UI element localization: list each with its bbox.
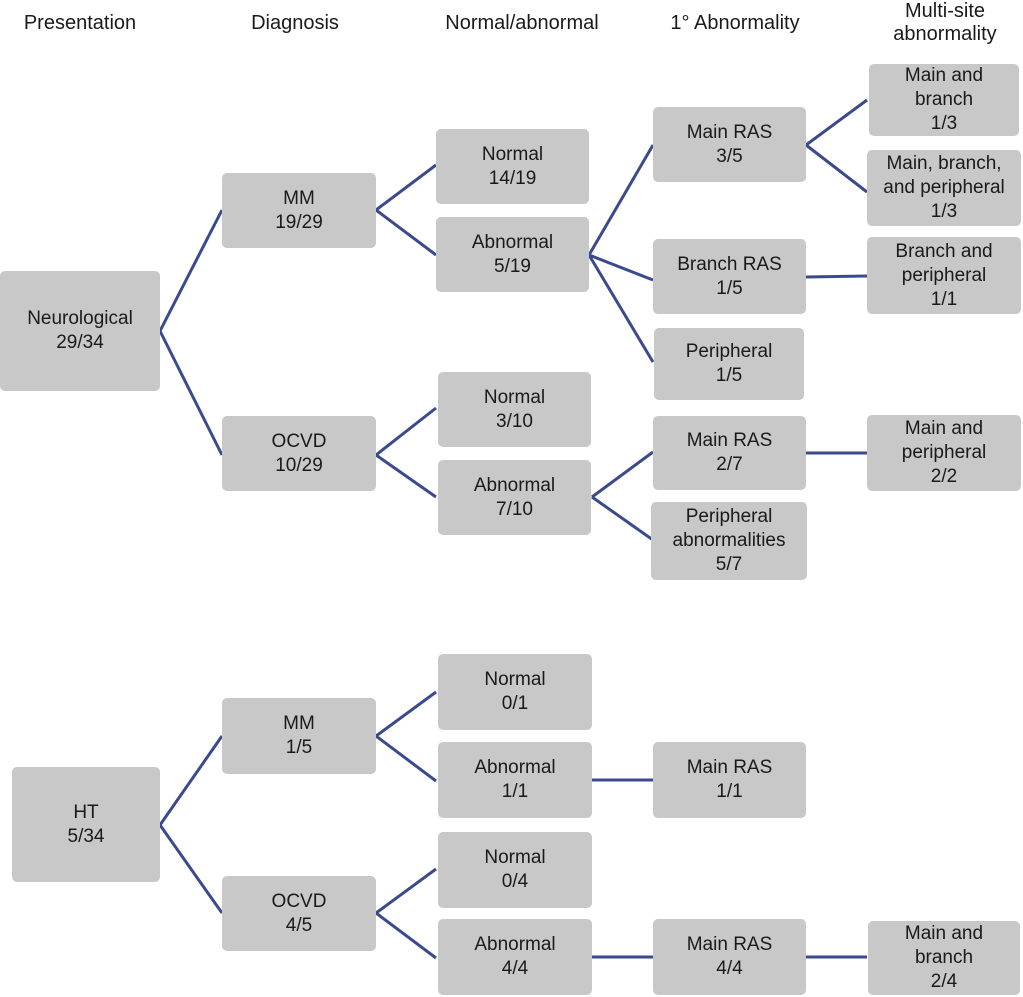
node-label: Abnormal	[474, 934, 556, 955]
node-ht: HT 5/34	[12, 767, 160, 882]
node-count: 1/5	[285, 737, 313, 758]
node-label: Main and	[904, 418, 984, 439]
node-count: 1/3	[930, 113, 958, 134]
node-label: Main RAS	[686, 121, 773, 143]
node-label: Peripheral	[685, 506, 773, 527]
node-ocvd-normal: Normal 3/10	[438, 372, 591, 447]
node-label: OCVD	[271, 430, 327, 452]
node-label: Main RAS	[686, 430, 773, 451]
node-label: MM	[283, 713, 315, 734]
header-multisite-abnormality: Multi-site abnormality	[855, 0, 1023, 46]
node-label: Normal	[481, 143, 544, 165]
node-label: Normal	[484, 669, 546, 690]
node-neurological: Neurological 29/34	[0, 271, 160, 391]
node-label: Neurological	[27, 308, 133, 329]
node-count: 5/19	[494, 255, 531, 277]
node-label: Branch and	[895, 240, 993, 262]
node-count: 4/4	[501, 958, 529, 979]
node-count: 19/29	[275, 211, 323, 233]
node-count: 1/1	[716, 781, 743, 802]
node-count: 1/5	[715, 365, 743, 386]
node-mm-neurological: MM 19/29	[222, 173, 376, 248]
node-ocvd-peripheral: Peripheral abnormalities 5/7	[651, 502, 807, 580]
node-count: 0/4	[501, 871, 529, 892]
header-diagnosis: Diagnosis	[251, 12, 339, 34]
node-count: 3/5	[716, 145, 743, 167]
node-label: Main and	[904, 923, 984, 944]
node-multisite-main-branch-peripheral: Main, branch, and peripheral 1/3	[867, 150, 1021, 226]
node-mm-branch-ras: Branch RAS 1/5	[653, 239, 806, 314]
node-count: 10/29	[275, 454, 323, 476]
node-label: Main and	[904, 65, 984, 86]
node-ocvd-main-ras: Main RAS 2/7	[653, 416, 806, 490]
node-label: MM	[283, 187, 315, 209]
node-label-line2: abnormalities	[672, 530, 786, 551]
header-primary-abnormality: 1° Abnormality	[670, 12, 800, 34]
node-count: 14/19	[488, 167, 537, 189]
node-ht-ocvd-main-ras: Main RAS 4/4	[653, 919, 806, 995]
node-mm-main-ras: Main RAS 3/5	[653, 107, 806, 182]
node-count: 1/5	[716, 277, 743, 299]
node-mm-peripheral: Peripheral 1/5	[654, 328, 804, 400]
node-label: Peripheral	[685, 341, 773, 362]
node-ht-ocvd-normal: Normal 0/4	[438, 832, 592, 908]
node-label-line2: peripheral	[901, 264, 987, 286]
node-ocvd-neurological: OCVD 10/29	[222, 416, 376, 491]
node-label-line2: and peripheral	[883, 177, 1005, 198]
header-normal-abnormal: Normal/abnormal	[445, 12, 599, 34]
node-count: 3/10	[496, 410, 533, 432]
node-label-line2: peripheral	[901, 442, 987, 463]
node-ht-mm-abnormal: Abnormal 1/1	[438, 742, 592, 818]
node-ht-mm-main-ras: Main RAS 1/1	[653, 742, 806, 818]
node-label: Abnormal	[471, 231, 554, 253]
node-label: Abnormal	[473, 474, 556, 496]
header-multisite-line2: abnormality	[893, 23, 997, 45]
node-count: 4/4	[716, 958, 743, 979]
node-count: 5/7	[715, 554, 743, 575]
node-count: 0/1	[501, 693, 529, 714]
node-count: 2/4	[930, 971, 958, 992]
node-ht-multisite-main-branch: Main and branch 2/4	[868, 921, 1020, 995]
node-count: 2/2	[930, 466, 958, 487]
header-presentation: Presentation	[23, 12, 137, 34]
node-ocvd-ht: OCVD 4/5	[222, 876, 376, 951]
node-count: 1/3	[930, 201, 958, 222]
node-mm-ht: MM 1/5	[222, 698, 376, 774]
node-count: 1/1	[930, 288, 958, 310]
node-label: Main RAS	[686, 757, 773, 778]
node-label-line2: branch	[914, 947, 974, 968]
node-label: Branch RAS	[677, 253, 782, 275]
node-count: 5/34	[67, 825, 105, 847]
node-label: OCVD	[271, 890, 327, 912]
node-mm-normal: Normal 14/19	[436, 129, 589, 204]
node-label: Abnormal	[474, 757, 556, 778]
node-label: Normal	[484, 847, 546, 868]
node-count: 29/34	[56, 332, 104, 353]
node-label: HT	[73, 801, 99, 823]
node-mm-abnormal: Abnormal 5/19	[436, 217, 589, 292]
header-multisite-line1: Multi-site	[904, 0, 985, 22]
node-count: 4/5	[285, 914, 313, 936]
node-multisite-branch-peripheral: Branch and peripheral 1/1	[867, 237, 1021, 314]
node-label: Normal	[483, 386, 546, 408]
node-label-line2: branch	[914, 89, 974, 110]
node-multisite-main-branch: Main and branch 1/3	[869, 64, 1019, 136]
node-label: Main RAS	[686, 934, 773, 955]
node-count: 2/7	[716, 454, 743, 475]
node-label: Main, branch,	[886, 153, 1002, 174]
node-ht-mm-normal: Normal 0/1	[438, 654, 592, 730]
node-count: 1/1	[501, 781, 529, 802]
node-ocvd-abnormal: Abnormal 7/10	[438, 460, 591, 535]
node-count: 7/10	[496, 498, 533, 520]
node-ht-ocvd-abnormal: Abnormal 4/4	[438, 919, 592, 995]
node-multisite-main-peripheral: Main and peripheral 2/2	[867, 415, 1021, 491]
